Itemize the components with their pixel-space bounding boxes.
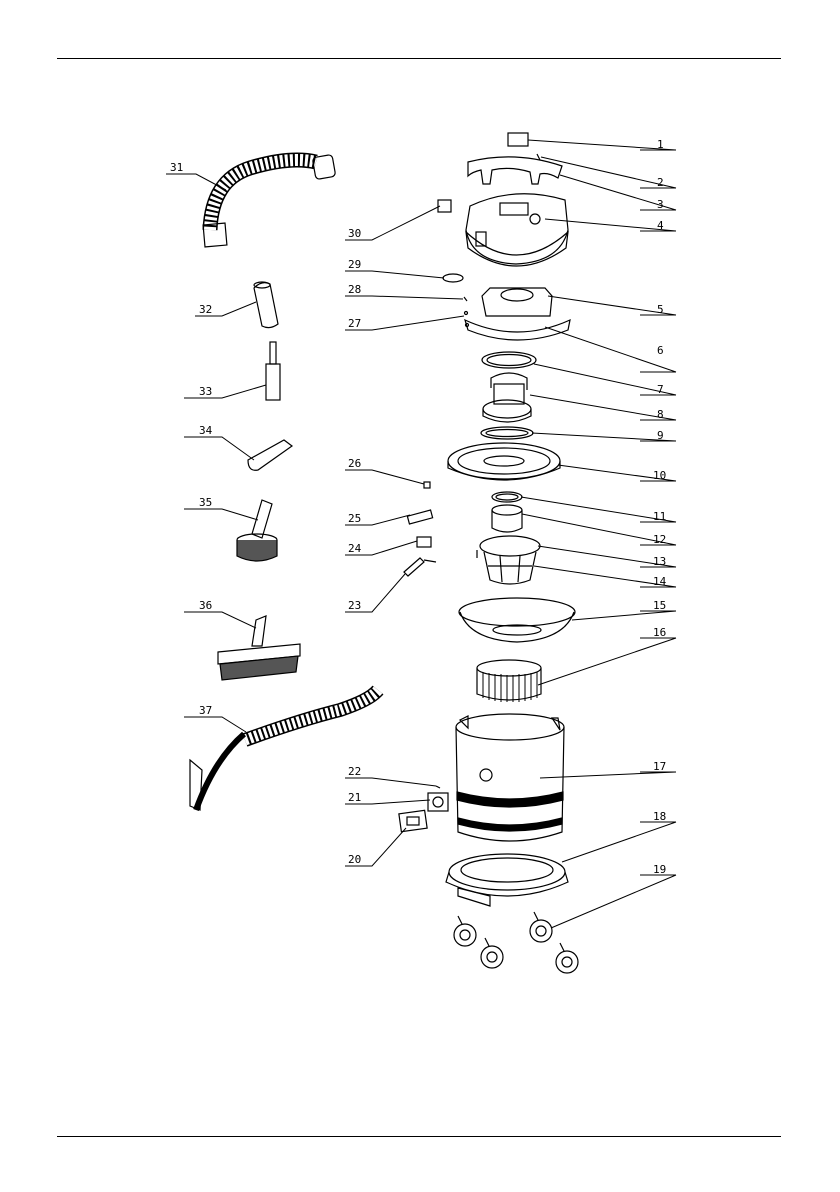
part-19-castor-wheels <box>454 912 578 973</box>
label-18: 18 <box>653 810 666 823</box>
part-33-adapter-tube <box>266 342 280 400</box>
part-26-cable-end <box>424 482 430 488</box>
part-22-screw <box>436 786 440 788</box>
label-11: 11 <box>653 510 666 523</box>
label-4: 4 <box>657 219 664 232</box>
label-34: 34 <box>199 424 213 437</box>
part-14-float-basket <box>484 552 536 584</box>
label-37: 37 <box>199 704 212 717</box>
label-24: 24 <box>348 542 362 555</box>
label-22: 22 <box>348 765 361 778</box>
labels-left: 31 32 33 34 35 36 37 <box>170 161 213 717</box>
label-7: 7 <box>657 383 664 396</box>
part-29-o-ring <box>443 274 463 282</box>
part-36-floor-brush <box>218 616 300 680</box>
part-4-motor-cover <box>466 194 568 266</box>
label-13: 13 <box>653 555 666 568</box>
part-13-filter-cage <box>477 536 540 558</box>
label-2: 2 <box>657 176 664 189</box>
label-10: 10 <box>653 469 666 482</box>
part-27-screws <box>465 312 469 327</box>
part-21-socket-inner <box>428 793 448 811</box>
label-33: 33 <box>199 385 212 398</box>
label-25: 25 <box>348 512 361 525</box>
part-15-filter-holder <box>459 598 575 642</box>
part-28-screw <box>464 297 467 301</box>
label-36: 36 <box>199 599 212 612</box>
label-27: 27 <box>348 317 361 330</box>
label-29: 29 <box>348 258 361 271</box>
label-5: 5 <box>657 303 664 316</box>
label-20: 20 <box>348 853 361 866</box>
part-25-cable-clip <box>407 510 432 524</box>
labels-middle: 30 29 28 27 26 25 24 23 22 21 20 <box>348 227 362 866</box>
label-35: 35 <box>199 496 212 509</box>
part-12-float-cage-cap <box>492 505 522 532</box>
part-23-power-plug <box>404 558 436 576</box>
label-16: 16 <box>653 626 666 639</box>
label-23: 23 <box>348 599 361 612</box>
part-18-base-ring <box>446 854 568 906</box>
part-10-motor-support <box>448 443 560 480</box>
part-20-socket-cover <box>399 810 427 831</box>
part-9-gasket <box>481 427 533 439</box>
label-8: 8 <box>657 408 664 421</box>
part-3-handle <box>468 157 562 184</box>
part-32-extension-tube <box>254 282 278 328</box>
label-28: 28 <box>348 283 361 296</box>
part-1-label-plate <box>508 133 528 146</box>
leader-lines <box>166 140 676 928</box>
part-5-motor-housing <box>465 288 570 340</box>
label-30: 30 <box>348 227 361 240</box>
part-16-cartridge-filter <box>477 660 541 702</box>
part-24-connector <box>417 537 431 547</box>
label-17: 17 <box>653 760 666 773</box>
part-8-motor <box>483 373 531 422</box>
part-35-round-brush <box>237 500 277 561</box>
label-21: 21 <box>348 791 361 804</box>
label-32: 32 <box>199 303 212 316</box>
label-14: 14 <box>653 575 667 588</box>
labels-right: 1 2 3 4 5 6 7 8 9 10 11 12 13 14 15 16 1… <box>653 138 667 876</box>
label-19: 19 <box>653 863 666 876</box>
label-9: 9 <box>657 429 664 442</box>
label-15: 15 <box>653 599 666 612</box>
part-34-crevice-nozzle <box>248 440 292 470</box>
part-7-gasket <box>482 352 536 368</box>
label-26: 26 <box>348 457 361 470</box>
label-3: 3 <box>657 198 664 211</box>
part-31-hose <box>203 154 336 246</box>
label-12: 12 <box>653 533 666 546</box>
label-1: 1 <box>657 138 664 151</box>
label-6: 6 <box>657 344 664 357</box>
part-11-seal-ring <box>492 492 522 502</box>
label-31: 31 <box>170 161 183 174</box>
